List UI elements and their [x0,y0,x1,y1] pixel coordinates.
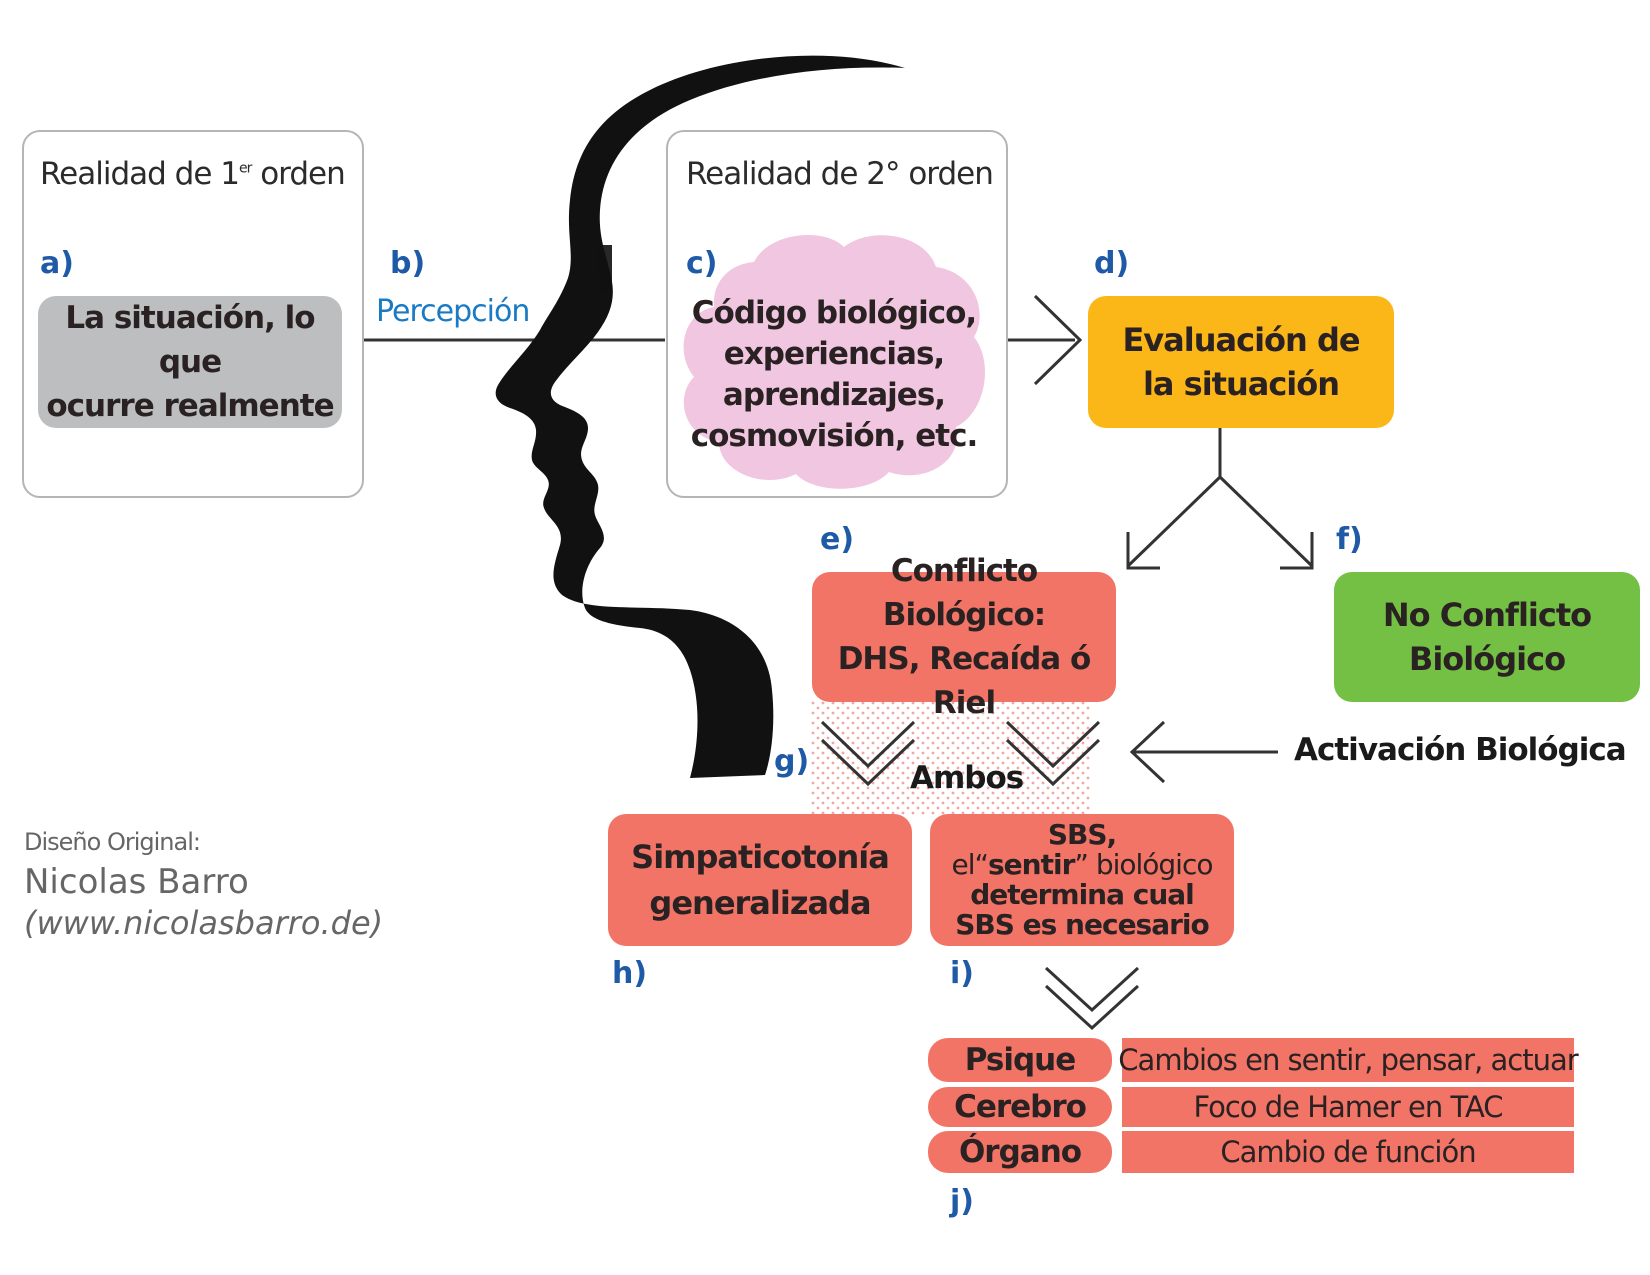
situation-line-1: La situación, lo que [65,300,315,380]
conflict-box: Conflicto Biológico: DHS, Recaída ó Riel [812,553,1116,721]
first-order-title-end: orden [251,156,346,192]
label-c: c) [686,246,718,281]
cloud-line-4: cosmovisión, etc. [690,418,979,454]
label-h: h) [612,956,648,991]
label-a: a) [40,246,74,281]
double-chevron-levels [1044,966,1140,1031]
sbs-line-2-bold: sentir [988,848,1075,881]
cloud-line-1: Código biológico, [691,295,977,331]
head-silhouette [495,55,905,779]
cloud-text: Código biológico, experiencias, aprendiz… [684,290,984,460]
situation-box: La situación, lo que ocurre realmente [38,296,342,428]
first-order-title-sup: er [238,160,252,177]
sbs-box: SBS, el“sentir” biológico determina cual… [930,814,1234,946]
effect-psique: Cambios en sentir, pensar, actuar [1118,1038,1579,1082]
credit-website: (www.nicolasbarro.de) [24,904,384,942]
level-organo: Órgano [928,1131,1112,1173]
sbs-line-2-post: ” biológico [1074,848,1213,881]
no-conflict-box: No Conflicto Biológico [1334,572,1640,702]
level-psique: Psique [928,1038,1112,1082]
double-chevron-right [1005,720,1101,787]
split-right [1218,475,1314,568]
split-left [1126,475,1222,568]
effect-cerebro: Foco de Hamer en TAC [1122,1087,1574,1127]
double-chevron-left [820,720,916,787]
label-d: d) [1094,246,1130,281]
label-f: f) [1336,522,1363,557]
credit-label: Diseño Original: [24,828,201,856]
label-j: j) [950,1184,974,1219]
first-order-title-text: Realidad de 1 [40,156,240,192]
conflict-line-2: DHS, Recaída ó Riel [837,641,1092,721]
second-order-title: Realidad de 2° orden [686,156,994,192]
both-label: Ambos [910,760,1024,796]
label-e: e) [820,522,855,557]
situation-line-2: ocurre realmente [46,388,334,424]
sympathicotonia-line-2: generalizada [649,884,871,922]
credit-author: Nicolas Barro [24,862,249,902]
activation-arrowhead [1129,720,1166,784]
cloud-shape [683,235,986,489]
to-evaluation-arrowhead [1033,294,1083,386]
sbs-line-2-pre: el“ [951,848,990,881]
first-order-title: Realidad de 1er orden [40,156,346,192]
label-b: b) [390,246,426,281]
split-left-arrowhead [1126,532,1160,570]
evaluation-box: Evaluación de la situación [1088,296,1394,428]
activation-label: Activación Biológica [1294,732,1627,768]
sympathicotonia-box: Simpaticotonía generalizada [608,814,912,946]
no-conflict-line-2: Biológico [1408,640,1566,678]
sbs-line-2: el“sentir” biológico [951,848,1214,881]
split-right-arrowhead [1280,532,1314,570]
sympathicotonia-line-1: Simpaticotonía [631,838,890,876]
label-g: g) [774,744,810,779]
evaluation-line-2: la situación [1142,365,1340,403]
perception-label: Percepción [376,294,530,329]
cloud-line-2: experiencias, [723,336,945,372]
conflict-line-1: Conflicto Biológico: [882,553,1046,633]
sbs-line-3: determina cual [970,878,1195,911]
evaluation-line-1: Evaluación de [1122,321,1360,359]
cloud-line-3: aprendizajes, [722,377,946,413]
no-conflict-line-1: No Conflicto [1382,596,1592,634]
sbs-line-1: SBS, [1047,818,1117,851]
sbs-line-4: SBS es necesario [955,908,1210,941]
level-cerebro: Cerebro [928,1087,1112,1127]
effect-organo: Cambio de función [1122,1131,1574,1173]
label-i: i) [950,956,974,991]
